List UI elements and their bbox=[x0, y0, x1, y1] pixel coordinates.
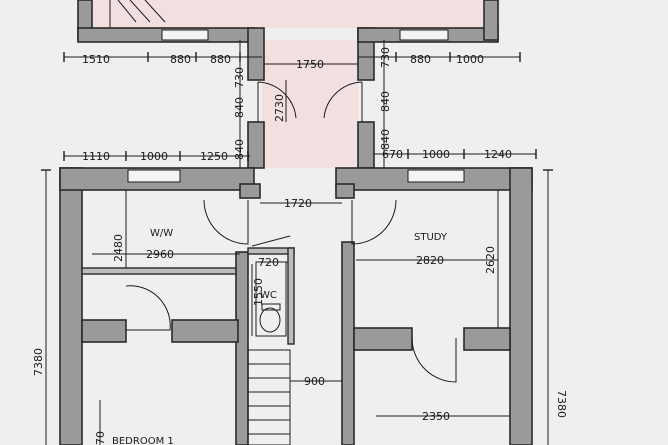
dim-840-c: 840 bbox=[233, 139, 246, 160]
dim-730-b: 730 bbox=[379, 47, 392, 68]
room-labels: W/W WC STUDY BEDROOM 1 bbox=[112, 228, 448, 445]
room-label-ww: W/W bbox=[150, 228, 173, 239]
dim-7380-left: 7380 bbox=[32, 348, 45, 376]
porch-floor bbox=[262, 40, 358, 168]
main-walls bbox=[59, 167, 533, 445]
dim-1240: 1240 bbox=[484, 148, 512, 161]
dim-1000-a: 1000 bbox=[456, 53, 484, 66]
dim-2620: 2620 bbox=[484, 246, 497, 274]
porch-walls bbox=[247, 121, 375, 169]
doors bbox=[125, 81, 457, 383]
dim-1110: 1110 bbox=[82, 150, 110, 163]
dim-1000-b: 1000 bbox=[140, 150, 168, 163]
dim-880-c: 880 bbox=[410, 53, 431, 66]
dim-1750: 1750 bbox=[296, 58, 324, 71]
dim-840-d: 840 bbox=[379, 129, 392, 150]
dim-2820: 2820 bbox=[416, 254, 444, 267]
dim-730-a: 730 bbox=[233, 67, 246, 88]
dim-840-b: 840 bbox=[379, 91, 392, 112]
dim-720: 720 bbox=[258, 256, 279, 269]
dim-7380-right: 7380 bbox=[555, 390, 568, 418]
dim-2960: 2960 bbox=[146, 248, 174, 261]
dim-1510: 1510 bbox=[82, 53, 110, 66]
dim-880-b: 880 bbox=[210, 53, 231, 66]
dim-1250: 1250 bbox=[200, 150, 228, 163]
room-label-bedroom: BEDROOM 1 bbox=[112, 436, 174, 445]
upper-walls bbox=[77, 0, 499, 81]
room-label-wc: WC bbox=[260, 290, 277, 301]
dim-2480: 2480 bbox=[112, 234, 125, 262]
dim-670: 670 bbox=[382, 148, 403, 161]
dim-900: 900 bbox=[304, 375, 325, 388]
dimension-labels: 1510 880 880 730 1750 730 880 1000 840 2… bbox=[32, 47, 568, 445]
upper-room-floor bbox=[90, 0, 500, 28]
staircase bbox=[247, 349, 291, 445]
dim-2350: 2350 bbox=[422, 410, 450, 423]
dim-1720: 1720 bbox=[284, 197, 312, 210]
dim-70: 70 bbox=[94, 431, 107, 445]
dim-840-a: 840 bbox=[233, 97, 246, 118]
room-label-study: STUDY bbox=[414, 232, 448, 243]
dim-1550: 1550 bbox=[252, 278, 265, 306]
wc-enclosure bbox=[247, 235, 295, 345]
dimension-lines bbox=[41, 40, 553, 445]
dim-880-a: 880 bbox=[170, 53, 191, 66]
dim-2730: 2730 bbox=[273, 94, 286, 122]
dim-1000-c: 1000 bbox=[422, 148, 450, 161]
